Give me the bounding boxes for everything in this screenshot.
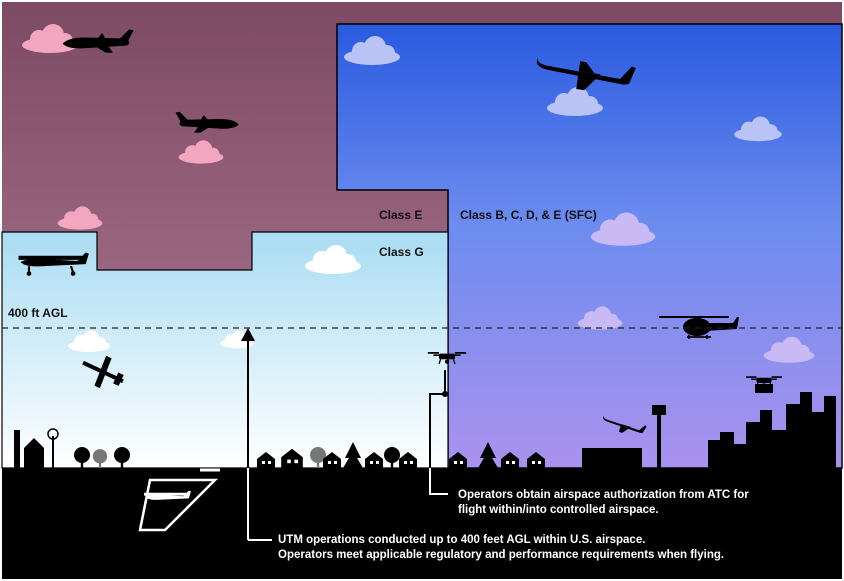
atc-line-node [442,391,448,397]
atc-note-line2: flight within/into controlled airspace. [458,503,659,516]
terminal-building [582,448,642,468]
utm-note-line2: Operators meet applicable regulatory and… [278,548,725,561]
class-bcde-label: Class B, C, D, & E (SFC) [460,208,597,222]
city-skyline [708,392,836,468]
utm-note: UTM operations conducted up to 400 feet … [278,533,724,562]
ground-silhouettes [14,392,836,468]
atc-note: Operators obtain airspace authorization … [458,488,749,517]
silo-icon [14,430,20,468]
utm-arrow-head [241,328,255,341]
control-tower-icon [657,414,661,468]
agl-400-label: 400 ft AGL [8,306,68,320]
fixed-wing-drone-icon [82,355,124,389]
class-e-label: Class E [379,208,423,222]
barn-icon [24,438,44,468]
atc-note-line1: Operators obtain airspace authorization … [458,489,749,501]
airliner-icon [536,57,636,91]
drone-payload-icon [755,384,773,393]
utm-note-line1: UTM operations conducted up to 400 feet … [278,534,646,546]
departing-airliner-icon [603,415,647,434]
atc-line-sky [429,370,446,468]
parked-plane-icon [144,490,191,500]
class-g-label: Class G [379,245,424,259]
aircraft [17,29,783,434]
ground-band [2,468,842,579]
runway [138,468,220,532]
atc-leader-line [429,468,448,495]
windmill-icon [52,436,54,468]
